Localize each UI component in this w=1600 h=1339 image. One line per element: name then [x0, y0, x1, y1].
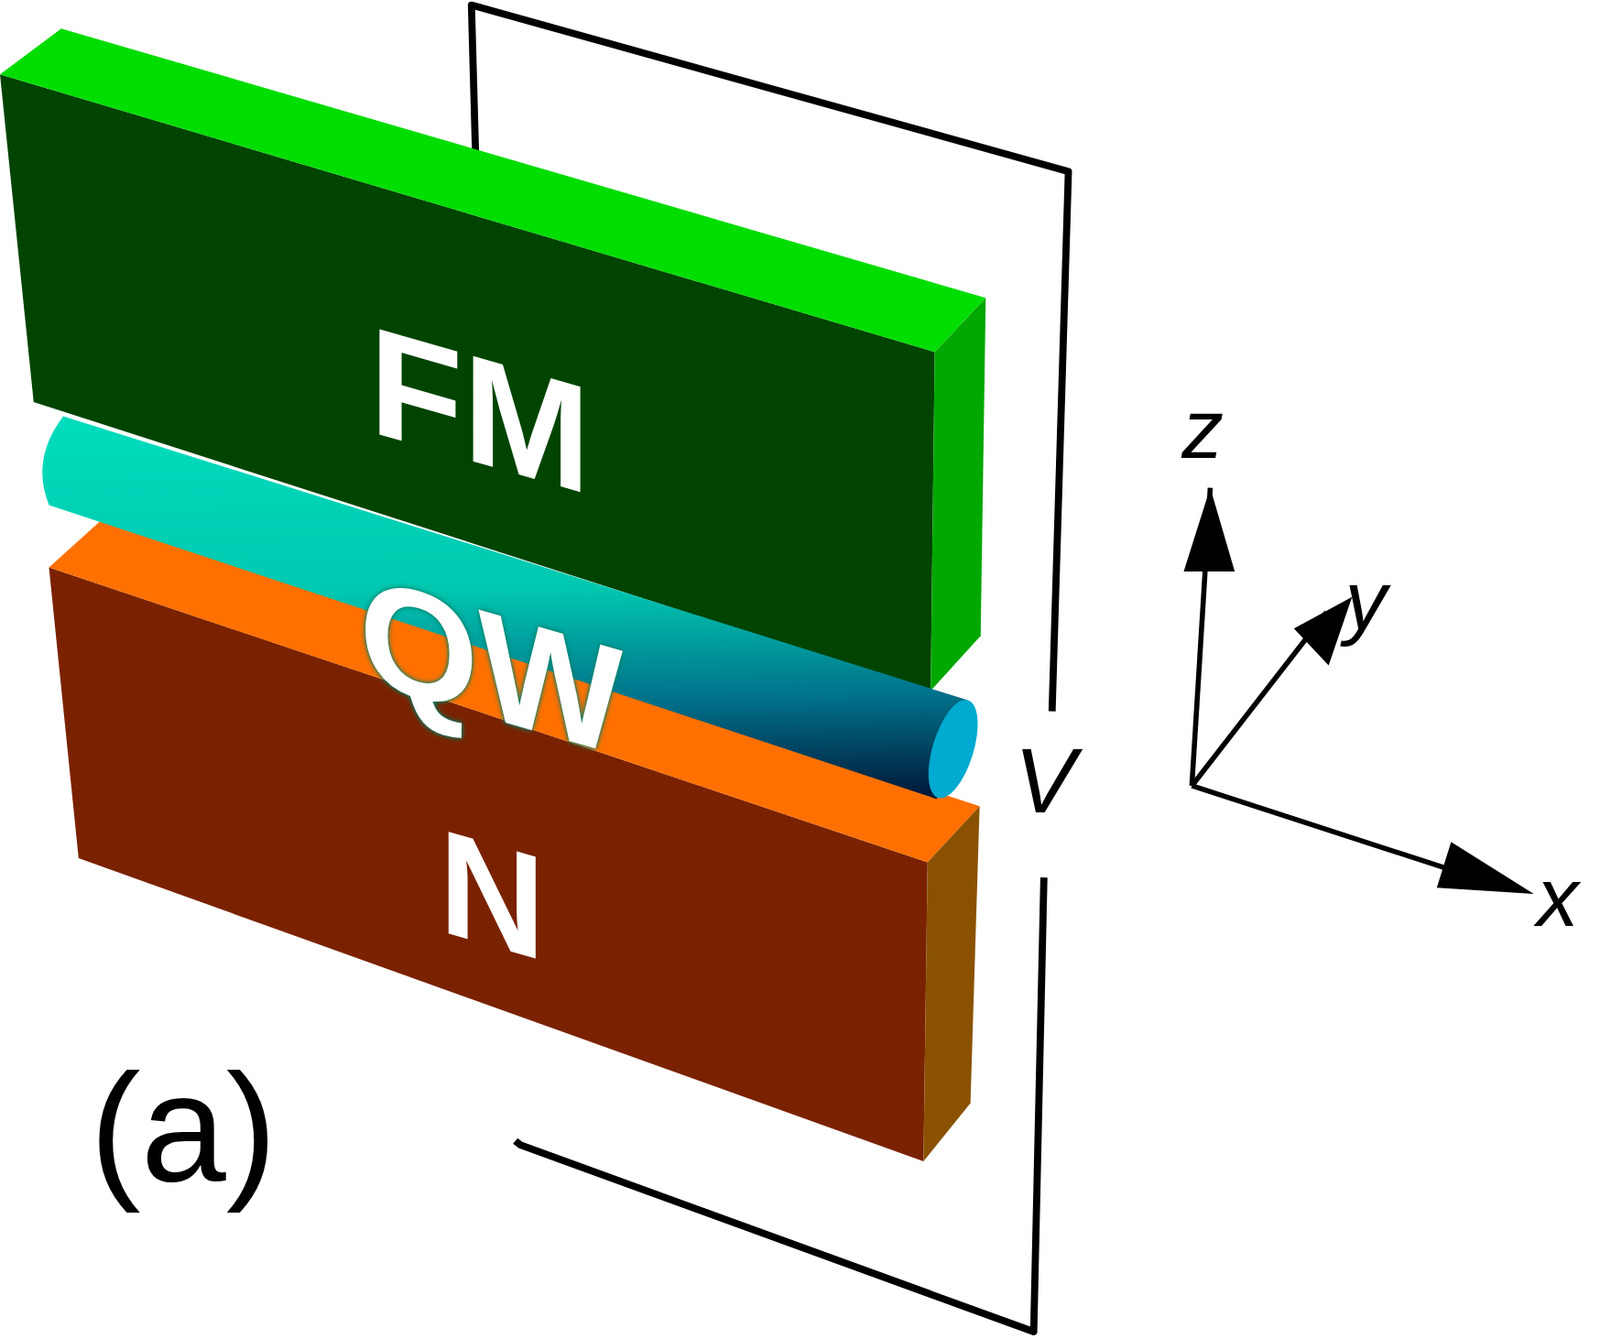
side-face — [923, 805, 980, 1162]
cylinder-end — [918, 694, 988, 805]
x-axis — [1191, 785, 1459, 873]
quantum-wire-cylinder: QW — [36, 412, 982, 803]
axis-label: x — [1536, 855, 1579, 939]
z-arrowhead — [1183, 488, 1235, 572]
y-arrowhead — [1294, 597, 1353, 666]
x-arrowhead — [1436, 841, 1535, 894]
axis-label: z — [1181, 387, 1224, 471]
front-face — [48, 566, 927, 1161]
axis-label: y — [1345, 559, 1388, 643]
quantum-wire-cylinder-shape — [36, 412, 1057, 1339]
top-face — [0, 28, 986, 352]
voltage-label: V — [1010, 734, 1080, 827]
side-face — [930, 297, 986, 691]
node-label: N — [438, 805, 546, 985]
top-face — [48, 521, 980, 862]
panel-label: (a) — [89, 1051, 277, 1205]
